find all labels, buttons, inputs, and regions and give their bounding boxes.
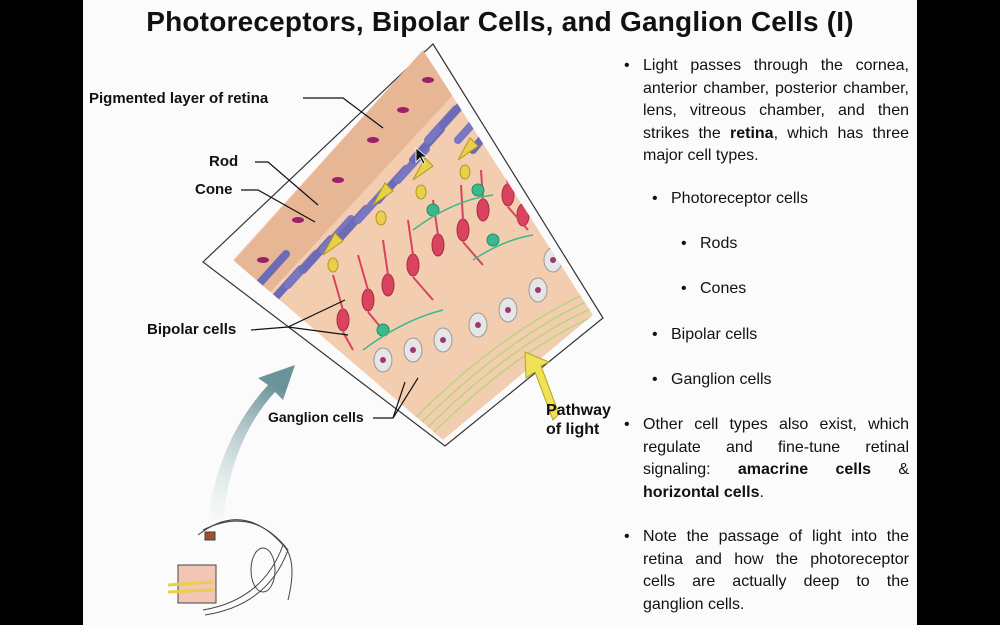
bullet-icon: • — [652, 371, 658, 388]
bullet-other-cells: • Other cell types also exist, which reg… — [624, 414, 910, 504]
bullet-icon: • — [652, 326, 658, 343]
label-cone: Cone — [195, 181, 233, 198]
sub-bullet-text: Cones — [700, 280, 747, 297]
slide: Photoreceptors, Bipolar Cells, and Gangl… — [83, 0, 917, 625]
label-bipolar-cells: Bipolar cells — [147, 321, 237, 338]
bullet-bold-amacrine: amacrine cells — [737, 461, 872, 478]
figure-frame — [202, 43, 604, 447]
slide-title: Photoreceptors, Bipolar Cells, and Gangl… — [146, 6, 854, 37]
bullet-bold-retina: retina — [730, 124, 774, 142]
bullet-text: Other cell types also exist, which regul… — [643, 416, 909, 478]
eye-to-retina-arrow — [208, 365, 295, 520]
nerve-fiber-layer — [412, 289, 593, 439]
label-pathway-line2: of light — [546, 421, 600, 438]
sub-bullet-text: Bipolar cells — [671, 326, 758, 343]
arrow-cursor-icon — [415, 147, 429, 165]
bullet-ampersand: & — [871, 461, 910, 478]
bullet-note-passage: • Note the passage of light into the ret… — [624, 526, 909, 616]
bullet-text-end: . — [759, 483, 764, 501]
retina-illustration — [167, 43, 604, 616]
retina-figure: Pigmented layer of retina Rod Cone Bipol… — [83, 0, 623, 625]
bullet-bold-horizontal: horizontal cells — [643, 483, 760, 501]
bullet-text: Note the passage of light into the retin… — [643, 528, 909, 613]
sub-bullet-bipolar: • Bipolar cells — [652, 324, 901, 347]
cone-cells — [322, 137, 479, 273]
sub-bullet-rods: • Rods — [681, 233, 900, 256]
sub-bullet-cones: • Cones — [681, 278, 900, 301]
label-pathway-line1: Pathway — [546, 402, 611, 419]
bullet-text-end: , which has three major cell types. — [643, 124, 909, 165]
amacrine-cells-shapes — [376, 183, 500, 337]
retina-tissue — [233, 50, 593, 440]
sub-bullet-text: Photoreceptor cells — [671, 190, 808, 207]
sub-bullet-photoreceptor: • Photoreceptor cells — [652, 188, 901, 211]
label-pigmented-layer: Pigmented layer of retina — [89, 90, 269, 107]
bullet-light-path: • Light passes through the cornea, anter… — [624, 55, 909, 168]
sub-bullet-text: Rods — [700, 235, 738, 252]
bullet-text: Light passes through the cornea, anterio… — [643, 57, 909, 142]
bullet-icon: • — [681, 235, 687, 252]
bullet-icon: • — [624, 57, 630, 74]
light-arrow-shape — [524, 351, 560, 421]
bullet-icon: • — [624, 528, 630, 545]
bullet-icon: • — [652, 190, 658, 207]
eye-illustration — [167, 519, 293, 616]
label-ganglion-cells: Ganglion cells — [268, 409, 364, 425]
label-leader-lines — [241, 97, 419, 419]
bullet-icon: • — [624, 416, 630, 433]
sub-bullet-text: Ganglion cells — [671, 371, 772, 388]
bullet-icon: • — [681, 280, 687, 297]
label-rod: Rod — [209, 153, 239, 170]
sub-bullet-ganglion: • Ganglion cells — [652, 369, 901, 392]
